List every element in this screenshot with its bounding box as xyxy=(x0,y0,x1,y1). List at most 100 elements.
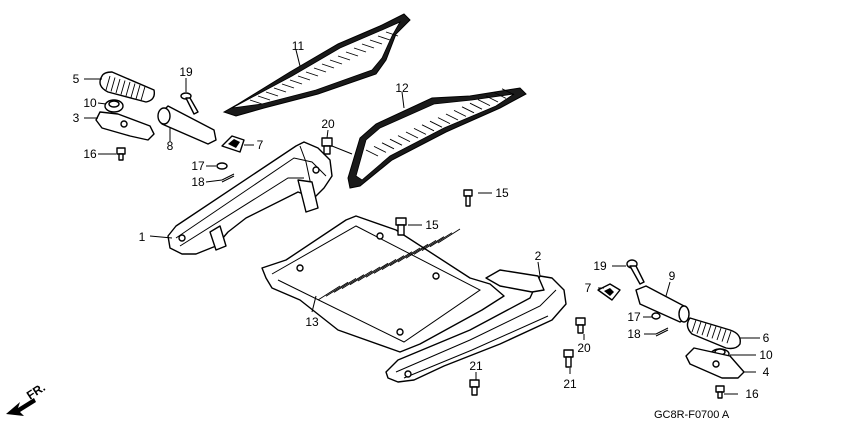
hatch-line xyxy=(413,240,437,255)
bolt-15-upper xyxy=(463,189,473,207)
hatch-line xyxy=(377,35,391,41)
cotter-pin-18-right xyxy=(655,327,669,337)
callout-1: 1 xyxy=(139,230,146,244)
bolt-15-lower xyxy=(395,217,407,236)
hatch-line xyxy=(333,278,357,293)
washer-17-left xyxy=(216,162,228,170)
callout-5: 5 xyxy=(73,72,80,86)
hatch-line xyxy=(501,88,515,96)
hatch-line xyxy=(373,145,387,153)
hatch-line xyxy=(329,59,343,65)
callout-13: 13 xyxy=(305,315,319,329)
callout-18-right: 18 xyxy=(627,327,641,341)
hatch-line xyxy=(313,67,327,73)
callout-16-left: 16 xyxy=(83,147,97,161)
hatch-line xyxy=(265,91,279,97)
hatch-line xyxy=(437,117,451,125)
callout-11: 11 xyxy=(292,39,305,53)
callout-19-right: 19 xyxy=(593,259,607,273)
hatch-line xyxy=(385,31,399,37)
hatch-line xyxy=(381,255,405,270)
hatch-line xyxy=(445,113,459,121)
hatch-line xyxy=(349,270,373,286)
hatch-line xyxy=(389,251,413,267)
hatch-line xyxy=(421,236,445,251)
callout-21-right: 21 xyxy=(563,377,577,391)
hatch-line xyxy=(345,51,359,57)
hatch-line xyxy=(281,83,295,89)
front-direction-indicator: FR. xyxy=(6,380,48,416)
floor-step-mat-right xyxy=(347,87,527,189)
hatch-line xyxy=(696,321,702,334)
callout-18-left: 18 xyxy=(191,175,205,189)
callout-9: 9 xyxy=(669,269,676,283)
hatch-line xyxy=(105,75,111,91)
hatch-line xyxy=(273,87,287,93)
callout-20-lower: 20 xyxy=(577,341,591,355)
callout-19-left: 19 xyxy=(179,65,193,79)
hatch-line xyxy=(125,81,131,97)
hatch-line xyxy=(437,228,461,244)
pin-19-left xyxy=(180,92,199,115)
callout-2: 2 xyxy=(535,249,542,263)
callout-7-right: 7 xyxy=(585,281,592,295)
bolt-20-lower xyxy=(575,317,586,334)
callout-16-right: 16 xyxy=(745,387,759,401)
hatch-line xyxy=(140,86,146,101)
callout-7-left: 7 xyxy=(257,138,264,152)
bolt-21-left xyxy=(469,379,480,396)
hatch-line xyxy=(373,259,397,274)
callout-10-left: 10 xyxy=(83,96,97,110)
hatch-line xyxy=(711,326,717,339)
hatch-line xyxy=(289,79,303,85)
cotter-pin-18-left xyxy=(221,173,235,183)
hatch-line xyxy=(365,149,379,157)
floor-pan xyxy=(261,215,505,353)
footrest-bracket-left xyxy=(95,111,155,141)
hatch-line xyxy=(257,95,271,101)
footrest-rubber-left xyxy=(99,71,156,103)
callout-12: 12 xyxy=(395,81,409,95)
hatch-line xyxy=(721,329,727,342)
hatch-line xyxy=(397,247,421,263)
hatch-line xyxy=(429,120,443,128)
hatch-line xyxy=(706,324,712,337)
callout-3: 3 xyxy=(73,111,80,125)
callout-8: 8 xyxy=(167,139,174,153)
hatch-line xyxy=(130,83,136,98)
hatch-line xyxy=(305,71,319,77)
hatch-line xyxy=(453,109,467,117)
hatch-line xyxy=(120,80,126,95)
hatch-line xyxy=(421,124,435,132)
washer-17-right xyxy=(651,312,661,320)
hatch-line xyxy=(353,47,367,53)
hatch-line xyxy=(321,63,335,69)
footrest-bracket-right xyxy=(685,347,745,379)
hatch-line xyxy=(429,232,453,248)
hatch-line xyxy=(691,319,697,333)
hatch-line xyxy=(135,84,141,100)
callout-17-right: 17 xyxy=(627,310,641,324)
hatch-line xyxy=(701,323,707,336)
hatch-line xyxy=(381,142,395,150)
bolt-21-right xyxy=(563,349,574,368)
bolt-16-left xyxy=(116,147,126,161)
hatch-line xyxy=(341,274,365,289)
diagram-code: GC8R-F0700 A xyxy=(654,409,730,421)
hatch-line xyxy=(477,99,491,107)
hatch-line xyxy=(337,55,351,61)
footrest-arm-left xyxy=(157,105,217,145)
hatch-line xyxy=(716,327,722,341)
hatch-line xyxy=(493,91,507,99)
hatch-line xyxy=(317,285,341,301)
frame-rail-right xyxy=(385,269,567,383)
callout-6: 6 xyxy=(763,331,770,345)
hatch-line xyxy=(297,75,311,81)
callout-4: 4 xyxy=(763,365,770,379)
hatch-line xyxy=(461,106,475,114)
callout-10-right: 10 xyxy=(759,348,773,362)
hatch-line xyxy=(110,77,116,92)
front-arrow-icon xyxy=(6,398,36,416)
bolt-16-right xyxy=(715,385,725,399)
